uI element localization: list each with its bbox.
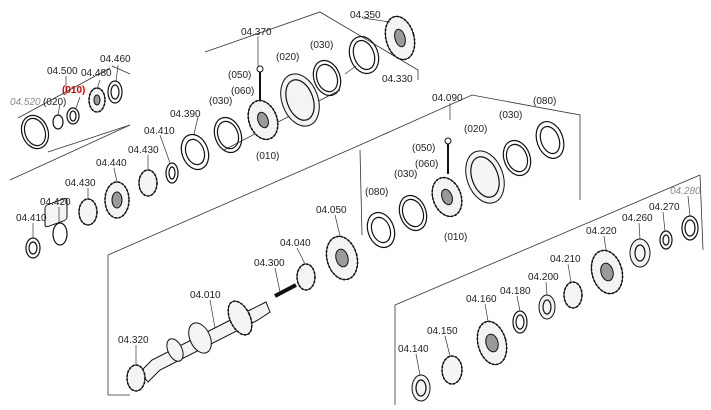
pin-04-300[interactable] bbox=[274, 283, 297, 298]
label-04-180: 04.180 bbox=[500, 286, 531, 297]
label-030-b: (030) bbox=[209, 96, 232, 107]
ring-080-a[interactable] bbox=[363, 209, 400, 252]
bearing-04-430-b[interactable] bbox=[78, 198, 98, 226]
ring-04-460[interactable] bbox=[107, 80, 123, 104]
bushing-04-140[interactable] bbox=[411, 374, 431, 402]
label-04-260: 04.260 bbox=[622, 213, 653, 224]
label-04-520: 04.520 bbox=[10, 97, 41, 108]
label-010-highlighted[interactable]: (010) bbox=[62, 85, 85, 96]
washer-04-410-b[interactable] bbox=[25, 237, 41, 259]
sleeve-020-b[interactable] bbox=[459, 145, 511, 208]
label-04-370: 04.370 bbox=[241, 27, 272, 38]
ring-04-390[interactable] bbox=[177, 131, 214, 174]
bearing-04-430-a[interactable] bbox=[138, 169, 158, 197]
label-080-a: (080) bbox=[365, 187, 388, 198]
spring-pin-050-a[interactable] bbox=[256, 65, 264, 100]
bearing-04-150[interactable] bbox=[441, 355, 463, 385]
label-04-280: 04.280 bbox=[670, 186, 701, 197]
label-04-010: 04.010 bbox=[190, 290, 221, 301]
ring-04-330[interactable] bbox=[344, 32, 383, 77]
label-030-d: (030) bbox=[499, 110, 522, 121]
bushing-04-420[interactable] bbox=[44, 197, 68, 246]
label-050-b: (050) bbox=[412, 143, 435, 154]
label-04-270: 04.270 bbox=[649, 202, 680, 213]
label-04-150: 04.150 bbox=[427, 326, 458, 337]
label-04-300: 04.300 bbox=[254, 258, 285, 269]
sleeve-020-a[interactable] bbox=[274, 68, 326, 131]
synchro-ring-030-a[interactable] bbox=[210, 114, 247, 157]
synchro-ring-030-c[interactable] bbox=[395, 192, 432, 235]
label-030-c: (030) bbox=[394, 169, 417, 180]
label-04-200: 04.200 bbox=[528, 272, 559, 283]
spring-pin-050-b[interactable] bbox=[444, 137, 452, 174]
label-04-320: 04.320 bbox=[118, 335, 149, 346]
group-frame-main-shaft bbox=[9, 94, 581, 396]
gear-04-350[interactable] bbox=[381, 13, 419, 63]
label-04-210: 04.210 bbox=[550, 254, 581, 265]
main-shaft-04-010[interactable] bbox=[139, 297, 271, 383]
label-080-b: (080) bbox=[533, 96, 556, 107]
label-020-b: (020) bbox=[276, 52, 299, 63]
label-04-090: 04.090 bbox=[432, 93, 463, 104]
label-04-410-b: 04.410 bbox=[16, 213, 47, 224]
label-04-430-b: 04.430 bbox=[65, 178, 96, 189]
gear-04-480[interactable] bbox=[88, 87, 106, 113]
label-060-b: (060) bbox=[415, 159, 438, 170]
group-frame-top-synchro bbox=[204, 11, 419, 151]
label-04-460: 04.460 bbox=[100, 54, 131, 65]
label-060-a: (060) bbox=[231, 86, 254, 97]
gear-04-050[interactable] bbox=[322, 233, 362, 283]
part-labels: 04.350 04.370 04.330 04.460 04.500 04.48… bbox=[10, 10, 701, 355]
label-030-a: (030) bbox=[310, 40, 333, 51]
leader-lines bbox=[32, 17, 691, 376]
label-04-480: 04.480 bbox=[81, 68, 112, 79]
label-04-440: 04.440 bbox=[96, 158, 127, 169]
label-020-a: (020) bbox=[43, 97, 66, 108]
label-04-500: 04.500 bbox=[47, 66, 78, 77]
bearing-ring-010[interactable] bbox=[66, 107, 80, 125]
washer-020-small[interactable] bbox=[52, 114, 64, 130]
washer-04-180[interactable] bbox=[512, 310, 528, 334]
bearing-04-210[interactable] bbox=[563, 281, 583, 309]
bushing-04-200[interactable] bbox=[538, 294, 556, 320]
label-04-420: 04.420 bbox=[40, 197, 71, 208]
snap-ring-04-520[interactable] bbox=[17, 112, 53, 153]
gear-04-220[interactable] bbox=[587, 247, 627, 297]
label-020-c: (020) bbox=[464, 124, 487, 135]
label-04-350: 04.350 bbox=[350, 10, 381, 21]
label-04-410-a: 04.410 bbox=[144, 126, 175, 137]
label-010-b: (010) bbox=[444, 232, 467, 243]
bearing-04-040[interactable] bbox=[296, 263, 316, 291]
label-010-a: (010) bbox=[256, 151, 279, 162]
label-04-140: 04.140 bbox=[398, 344, 429, 355]
label-04-390: 04.390 bbox=[170, 109, 201, 120]
synchro-hub-010-b[interactable] bbox=[427, 173, 467, 220]
gear-04-160[interactable] bbox=[473, 318, 511, 368]
label-050-a: (050) bbox=[228, 70, 251, 81]
label-04-040: 04.040 bbox=[280, 238, 311, 249]
label-04-050: 04.050 bbox=[316, 205, 347, 216]
washer-04-410-a[interactable] bbox=[165, 162, 179, 184]
ring-080-b[interactable] bbox=[531, 118, 568, 163]
bearing-04-260[interactable] bbox=[629, 238, 651, 268]
group-frame-counter-shaft bbox=[394, 174, 704, 405]
bearing-04-320[interactable] bbox=[126, 364, 146, 392]
label-04-430-a: 04.430 bbox=[128, 145, 159, 156]
gear-04-440[interactable] bbox=[104, 181, 130, 219]
washer-04-270[interactable] bbox=[659, 230, 673, 250]
synchro-hub-010[interactable] bbox=[243, 96, 283, 143]
label-04-160: 04.160 bbox=[466, 294, 497, 305]
synchro-ring-030-b[interactable] bbox=[309, 57, 346, 100]
label-04-220: 04.220 bbox=[586, 226, 617, 237]
snap-ring-04-280[interactable] bbox=[681, 215, 699, 241]
group-frame-top-left bbox=[17, 65, 131, 153]
synchro-ring-030-d[interactable] bbox=[499, 137, 536, 180]
label-04-330: 04.330 bbox=[382, 74, 413, 85]
